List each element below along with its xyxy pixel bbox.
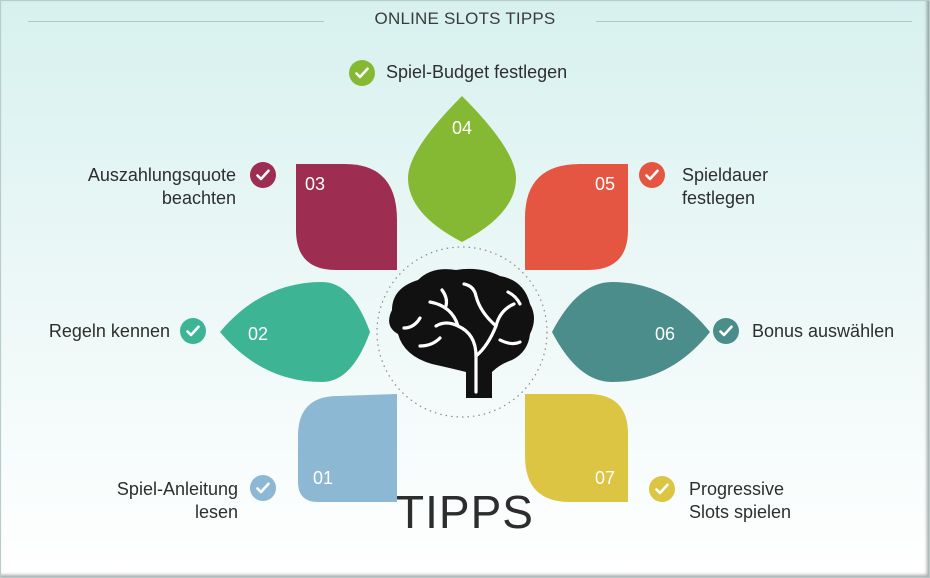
petal-number-06: 06	[655, 324, 675, 344]
center-title: TIPPS	[396, 486, 534, 538]
petal-number-07: 07	[595, 468, 615, 488]
checkmark-icon	[639, 162, 665, 188]
tip-label-03: Auszahlungsquote beachten	[87, 165, 236, 208]
petal-01	[298, 394, 397, 502]
brain-icon	[389, 268, 534, 398]
center-dotted-circle	[376, 246, 548, 418]
petal-number-03: 03	[305, 174, 325, 194]
petal-number-02: 02	[248, 324, 268, 344]
tip-label-02: Regeln kennen	[48, 321, 170, 341]
checkmark-icon	[250, 475, 276, 501]
tip-label-06: Bonus auswählen	[752, 321, 895, 341]
petal-06	[552, 282, 710, 382]
petal-03	[296, 164, 397, 270]
checkmark-icon	[180, 318, 206, 344]
title-block: ONLINE SLOTS TIPPS	[28, 9, 912, 33]
checkmark-icon	[349, 60, 375, 86]
petal-07	[525, 394, 628, 502]
title-rule-left	[28, 21, 324, 22]
tip-label-04: Spiel-Budget festlegen	[386, 62, 568, 82]
tip-label-05: Spieldauer festlegen	[682, 165, 769, 208]
tip-label-07: Progressive Slots spielen	[689, 479, 792, 522]
petal-05	[525, 164, 628, 270]
checkmark-icon	[713, 318, 739, 344]
petal-number-01: 01	[313, 468, 333, 488]
petal-number-04: 04	[452, 118, 472, 138]
petal-02	[220, 282, 370, 382]
title-rule-right	[596, 21, 912, 22]
petal-04	[408, 96, 516, 242]
petal-number-05: 05	[595, 174, 615, 194]
checkmark-icon	[649, 476, 675, 502]
tip-label-01: Spiel-Anleitung lesen	[116, 479, 238, 522]
infographic-title: ONLINE SLOTS TIPPS	[374, 9, 556, 28]
checkmark-icon	[250, 162, 276, 188]
